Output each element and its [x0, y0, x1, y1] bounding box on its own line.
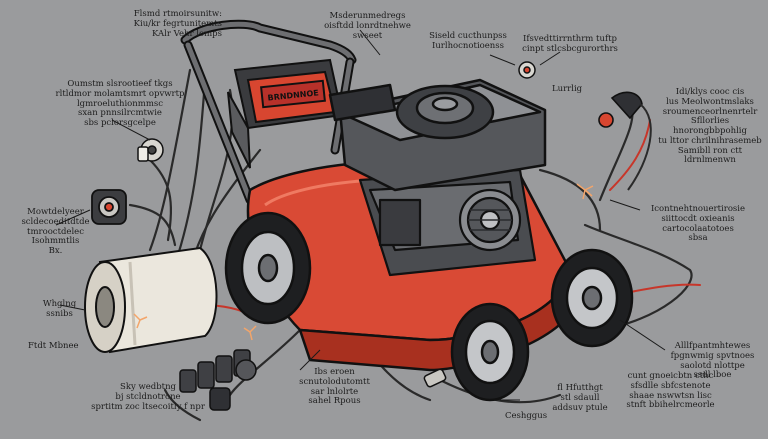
callout-line: Ceshggus — [505, 411, 548, 421]
callout-line: rltldmor molamtsmrt opvwrtp — [55, 88, 185, 99]
callout-bottom-center: Ibs eroen scnutolodutomtt sar lnlolrte s… — [292, 367, 377, 407]
callout-line: addsuv ptule — [552, 402, 608, 413]
front-left-wheel — [224, 211, 312, 325]
callout-line: sprtitm zoc ltsecoitly f npr — [91, 401, 205, 412]
callout-top-left: Flsmd rtmoirsunitw: Kiu/kr fegrtunitemts… — [82, 9, 222, 39]
callout-line: shaae nswwtsn lisc — [629, 390, 712, 401]
front-right-wheel — [450, 302, 530, 402]
callout-line: KAlr Vehr lomps — [152, 28, 222, 39]
callout-bottom-left: Sky wedbtng bj stcldnotrone sprtitm zoc … — [88, 382, 208, 412]
callout-line: Bx. — [48, 246, 63, 257]
callout-line: cinpt stlcsbcgurorthrs — [522, 43, 618, 54]
callout-bottom-right: cunt gnoeicbtn cthc sfsdlle sbfcstenote … — [618, 371, 723, 411]
callout-top-right: Ifsvedttirrnthrm tuftp cinpt stlcsbcguro… — [510, 34, 630, 55]
callout-line: Ibs eroen — [314, 367, 355, 377]
callout-line: Isohmmtlis — [31, 236, 80, 247]
callout-line: Sfllorlies hnorongbbpohlig — [673, 116, 747, 137]
callout-line: Msderunmedregs — [329, 11, 406, 21]
engine-shroud — [328, 78, 547, 192]
callout-right-middle: Icontnehtnouertirosie siittocdt oxieanis… — [638, 204, 758, 244]
callout-line: sxan pnnsilrcmtwie — [78, 108, 162, 119]
callout-top-mid: Siseld cucthunpss Iurlhocnotioenss — [418, 31, 518, 52]
callout-line: lus Meolwontmslaks — [666, 96, 754, 107]
callout-line: Oumstm slsrootieef tkgs — [67, 79, 173, 89]
starter-solenoid — [91, 189, 127, 225]
callout-line: Siseld cucthunpss — [429, 31, 507, 41]
callout-line: Icontnehtnouertirosie — [650, 204, 746, 214]
callout-line: Sky wedbtng — [120, 382, 176, 392]
callout-tiny-right: Lurrlig — [552, 84, 583, 95]
callout-line: lgmroeluthionmmsc — [76, 98, 164, 109]
callout-right-upper: Idi/klys cooc cis lus Meolwontmslaks sro… — [655, 87, 765, 166]
callout-line: cartocolaatotoes — [662, 223, 734, 234]
callout-top-center: Msderunmedregs oisftdd lonrdtnehwe swsee… — [320, 11, 415, 41]
callout-line: tu lttor chrilnihrasemeb — [658, 135, 762, 146]
callout-line: Mowtdelyeer — [27, 207, 84, 217]
callout-line: Idi/klys cooc cis — [675, 87, 745, 97]
callout-bottom-center-right: fl Hfutthgt stl sdaull addsuv ptule — [540, 383, 620, 413]
callout-line: cunt gnoeicbtn cthc — [627, 371, 714, 381]
callout-line: Iurlhocnotioenss — [431, 40, 505, 51]
callout-line: Ifsvedttirrnthrm tuftp — [523, 34, 617, 44]
callout-right-bottom: Alllfpantmhtewes fpgnwmig spvtnoes saolo… — [660, 341, 765, 381]
callout-line: oisftdd lonrdtnehwe — [324, 20, 411, 31]
callout-line: stnft bbihelrcmeorle — [626, 400, 715, 411]
callout-line: Flsmd rtmoirsunitw: — [133, 9, 222, 19]
engine-block — [358, 168, 537, 277]
callout-left-bottom: Ftdt Mbnee — [28, 341, 79, 352]
callout-line: saolotd nlottpe — [680, 360, 745, 371]
callout-line: Ftdt Mbnee — [28, 341, 79, 351]
callout-left-lower: Whglng ssnibs — [32, 299, 87, 320]
callout-left-middle: Mowtdelyeer scldecoeditdtde tmrooctdelec… — [18, 207, 93, 257]
callout-line: sbs pclorsgcelpe — [84, 118, 156, 129]
callout-bottom-tiny: Ceshggus — [505, 411, 548, 422]
callout-line: scnutolodutomtt — [299, 376, 370, 387]
callout-line: fl Hfutthgt — [557, 383, 603, 393]
callout-line: Alllfpantmhtewes — [674, 341, 751, 351]
connector-cluster — [179, 349, 257, 411]
callout-line: sroumenceorlnenrtelr — [662, 106, 758, 117]
spark-effect — [133, 183, 594, 341]
bottom-connector — [423, 368, 447, 388]
callout-line: ssnibs — [46, 308, 73, 319]
callout-line: Samibll ron ctt ldrnlmenwn — [677, 145, 743, 166]
callout-line: sar lnlolrte — [310, 386, 359, 397]
callout-line: ssdl lboe — [693, 370, 732, 381]
callout-line: siittocdt oxieanis — [661, 213, 735, 224]
callout-line: bj stcldnotrone — [115, 391, 181, 402]
callout-line: swseet — [352, 30, 383, 41]
callout-line: Whglng — [42, 299, 77, 309]
rear-right-wheel — [550, 248, 634, 348]
callout-line: scldecoeditdtde — [21, 216, 90, 227]
leader-lines — [55, 29, 666, 401]
callout-line: sahel Rpous — [308, 396, 361, 407]
ignition-coil — [598, 91, 652, 191]
callout-line: stl sdaull — [560, 392, 600, 403]
callout-line: Kiu/kr fegrtunitemts — [133, 18, 222, 29]
callout-line: sbsa — [688, 233, 708, 244]
callout-line: tmrooctdelec — [27, 226, 84, 237]
callout-line: sfsdlle sbfcstenote — [630, 380, 711, 391]
spark-plug — [518, 61, 536, 79]
key-switch — [137, 138, 164, 162]
battery-box — [227, 58, 344, 169]
callout-line: Lurrlig — [552, 84, 583, 94]
starter-motor — [84, 246, 218, 354]
callout-line: fpgnwmig spvtnoes — [670, 350, 755, 361]
callout-left-upper: Oumstm slsrootieef tkgs rltldmor molamts… — [55, 79, 185, 129]
